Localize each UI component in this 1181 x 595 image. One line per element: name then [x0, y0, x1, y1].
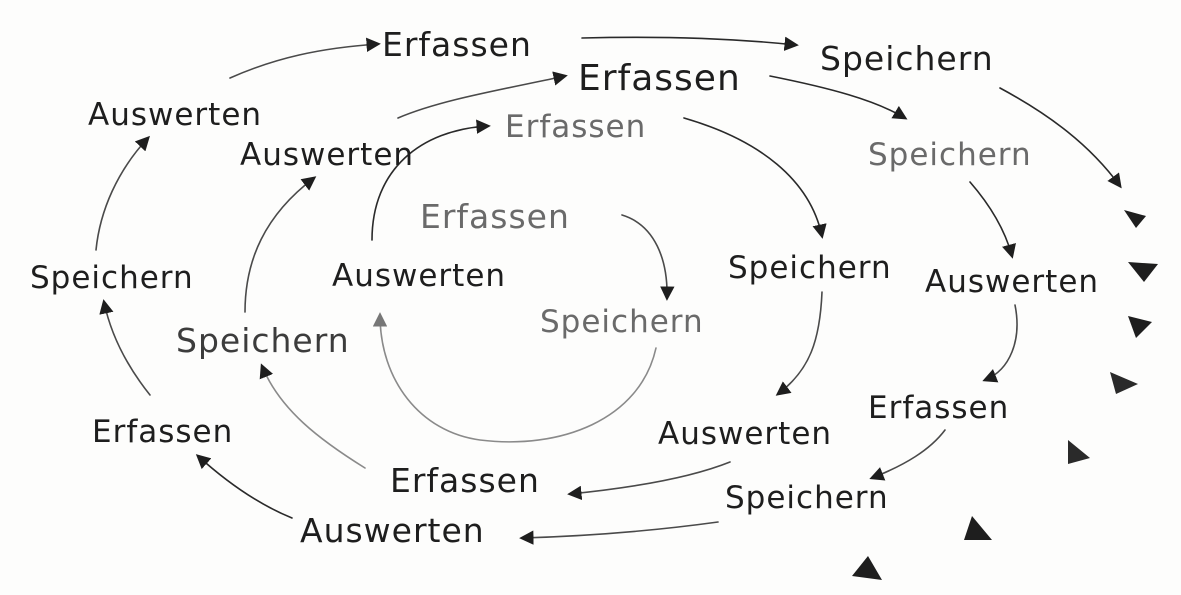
trailing-arrowhead [1110, 372, 1138, 394]
trailing-arrowhead [852, 556, 882, 580]
trailing-arrowhead [1128, 262, 1158, 282]
ring3-erfassen-left-label: Erfassen [92, 414, 233, 450]
trailing-arrowhead [964, 516, 992, 540]
ring2-speichern-right-label: Speichern [728, 250, 892, 286]
arrow-ring2-auswerten-to-erfassen [567, 461, 731, 501]
arrow-ring3-erfassen-to-speichern [869, 429, 946, 481]
arrow-inner-erfassen-to-speichern [621, 214, 675, 301]
inner-auswerten-label: Auswerten [332, 258, 506, 294]
inner-speichern-label: Speichern [540, 304, 704, 340]
ring3-auswerten-bottom-label: Auswerten [300, 511, 485, 550]
arrow-ring3-erfassen-to-speichern [769, 75, 908, 120]
arrow-ring3-auswerten-to-erfassen-top [229, 37, 381, 79]
ring3-speichern-bottom-label: Speichern [725, 480, 889, 516]
ring3-erfassen-top-label: Erfassen [578, 58, 741, 99]
trailing-arrowheads [852, 210, 1158, 580]
ring3-auswerten-left-label: Auswerten [88, 97, 262, 133]
arrow-ring3-speichern-to-auswerten [519, 521, 719, 545]
ring3-auswerten-right-label: Auswerten [925, 264, 1099, 300]
ring3-speichern-left-label: Speichern [30, 260, 194, 296]
arrow-ring2-erfassen-to-speichern-left [259, 363, 366, 469]
ring2-speichern-left-label: Speichern [176, 321, 350, 360]
ring3-speichern-right-label: Speichern [868, 137, 1032, 173]
ring2-auswerten-bottom-label: Auswerten [658, 416, 832, 452]
arrow-ring2-speichern-to-auswerten [775, 291, 823, 396]
ring2-erfassen-bottom-label: Erfassen [390, 461, 540, 500]
arrow-inner-speichern-to-auswerten [372, 312, 657, 443]
arrow-ring2-erfassen-to-speichern [683, 117, 827, 239]
arrow-ring2-speichern-to-auswerten-left [244, 176, 317, 313]
arrow-ring3-auswerten-to-erfassen [982, 304, 1018, 383]
ring3-erfassen-right-label: Erfassen [868, 390, 1009, 426]
trailing-arrowhead [1124, 210, 1146, 228]
outer-speichern-top-label: Speichern [820, 39, 994, 78]
outer-erfassen-top-label: Erfassen [382, 25, 532, 64]
arrow-ring3-auswerten-to-erfassen [195, 454, 293, 519]
arrow-outer-erfassen-to-speichern [581, 36, 799, 51]
arrow-inner-auswerten-to-erfassen [371, 119, 491, 241]
trailing-arrowhead [1128, 316, 1152, 338]
ring2-auswerten-left-label: Auswerten [240, 137, 414, 173]
arrow-ring3-erfassen-to-speichern-left [99, 299, 151, 396]
inner-erfassen-label: Erfassen [420, 197, 570, 236]
arrow-ring2-auswerten-to-erfassen-top [397, 71, 568, 119]
arrow-outer-speichern-onward [999, 87, 1122, 189]
arrow-ring3-speichern-to-auswerten-left [95, 135, 150, 251]
trailing-arrowhead [1068, 440, 1090, 464]
arrow-ring3-speichern-to-auswerten [969, 181, 1016, 259]
ring2-erfassen-top-label: Erfassen [505, 109, 646, 145]
